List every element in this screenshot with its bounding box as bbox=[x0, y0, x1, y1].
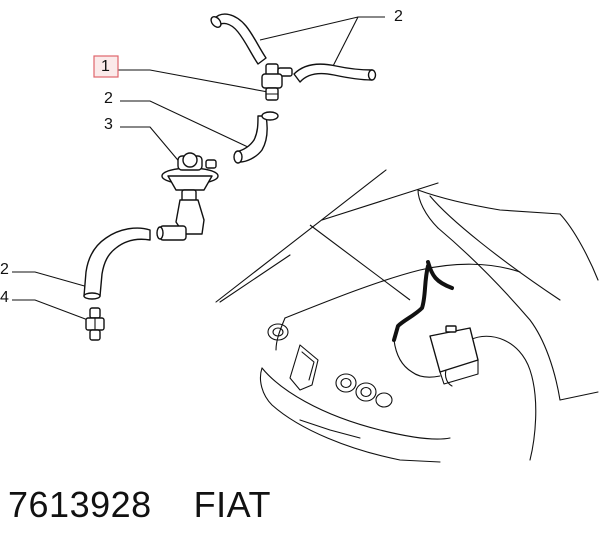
hose-left bbox=[83, 227, 151, 297]
brand-name: FIAT bbox=[193, 484, 271, 525]
svg-text:2: 2 bbox=[104, 90, 113, 107]
check-valve bbox=[156, 152, 219, 241]
callout-1-highlighted: 1 bbox=[93, 55, 119, 78]
callout-4: 4 bbox=[0, 289, 9, 306]
svg-text:2: 2 bbox=[394, 8, 403, 25]
callout-2-left: 2 bbox=[0, 261, 9, 278]
callout-2-middle: 2 bbox=[104, 90, 113, 107]
svg-text:2: 2 bbox=[0, 261, 9, 278]
svg-text:1: 1 bbox=[101, 58, 110, 75]
hose-top-right bbox=[293, 63, 373, 83]
leader-lines bbox=[12, 16, 411, 321]
callout-2-top: 2 bbox=[394, 8, 403, 25]
svg-text:3: 3 bbox=[104, 116, 113, 133]
hose-top-left bbox=[213, 13, 267, 65]
callout-highlight-box bbox=[93, 55, 119, 78]
hose-fitting bbox=[85, 307, 105, 341]
car-outline bbox=[215, 169, 599, 463]
part-number-caption: 7613928 FIAT bbox=[8, 484, 271, 526]
part-number: 7613928 bbox=[8, 484, 152, 525]
svg-text:4: 4 bbox=[0, 289, 9, 306]
callout-3: 3 bbox=[104, 116, 113, 133]
tee-connector bbox=[261, 63, 293, 101]
